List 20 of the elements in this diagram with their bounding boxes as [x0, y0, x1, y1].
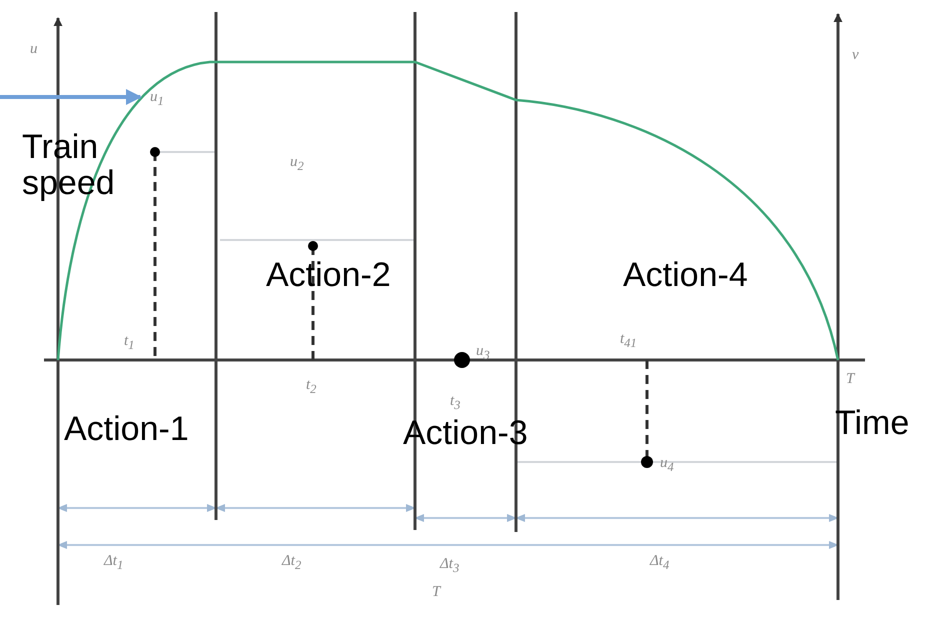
dimension-label: T [432, 585, 440, 600]
variable-label: u$_{3}$ [476, 344, 490, 362]
variable-label: u$_{2}$ [290, 155, 304, 172]
dimension-label: Δt$_{1}$ [104, 554, 124, 572]
arrow [0, 89, 142, 105]
variable-label: u$_{4}$ [660, 456, 674, 474]
variable-label: t$_{1}$ [124, 334, 134, 352]
phase-label: Action-2 [266, 258, 391, 292]
dimension-label: Δt$_{3}$ [440, 557, 460, 574]
variable-label: T [846, 372, 854, 387]
dimension-label: Δt$_{4}$ [650, 554, 670, 572]
variable-label: t$_{3}$ [450, 394, 460, 412]
axis-label: v [852, 48, 859, 63]
variable-label: t$_{41}$ [620, 332, 637, 350]
variable-label: t$_{2}$ [306, 378, 316, 396]
phase-label: Action-1 [64, 412, 189, 446]
phase-label: Action-4 [623, 258, 748, 292]
dimension-label: Δt$_{2}$ [282, 554, 302, 572]
variable-label: u$_{1}$ [150, 90, 164, 108]
axis-label: u [30, 42, 38, 57]
